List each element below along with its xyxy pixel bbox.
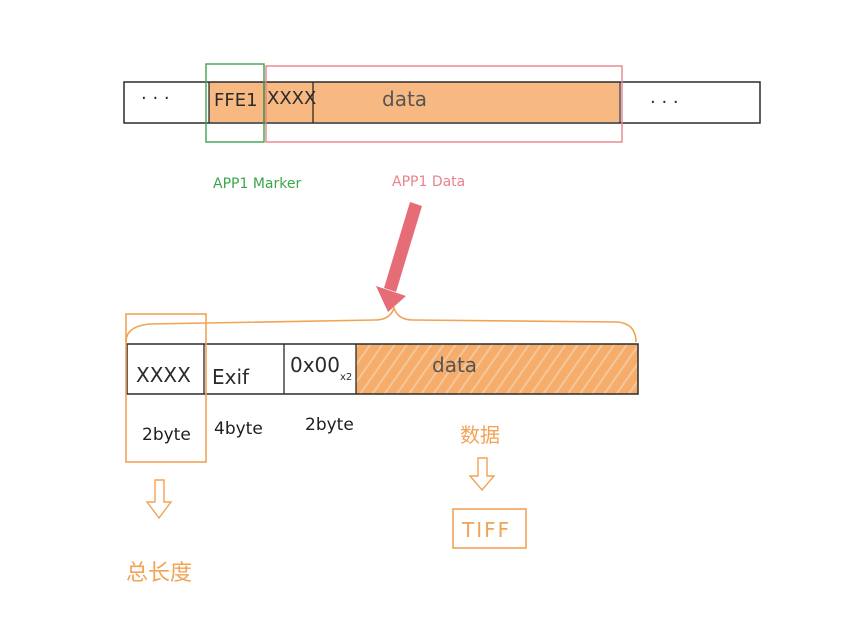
top-data-fill xyxy=(209,82,619,122)
bottom-padding-text: 0x00 xyxy=(290,353,340,377)
top-right-dots: · · · xyxy=(650,92,679,113)
app1-marker-box xyxy=(205,63,265,143)
app1-data-box xyxy=(265,65,623,143)
top-segment-bar: · · · FFE1 XXXX data · · · xyxy=(123,81,761,124)
hollow-arrow-right xyxy=(468,457,496,492)
top-left-dots: · · · xyxy=(141,88,170,109)
bottom-padding-mult: x2 xyxy=(340,372,352,383)
bottom-segment-bar: XXXX Exif 0x00 x2 data xyxy=(126,343,639,395)
bottom-data-fill xyxy=(356,344,638,394)
top-bar-outline xyxy=(123,81,761,124)
curly-brace xyxy=(125,305,637,343)
top-marker-text: FFE1 xyxy=(214,90,258,111)
top-data-text: data xyxy=(382,87,427,111)
length-bytes-label: 2byte xyxy=(142,425,191,445)
total-length-label: 总长度 xyxy=(126,561,192,586)
tiff-label: TIFF xyxy=(461,518,511,542)
top-length-text: XXXX xyxy=(267,88,316,109)
hollow-arrow-left xyxy=(145,479,173,520)
tiff-box xyxy=(452,508,527,549)
length-field-box xyxy=(125,313,207,463)
data-cn-label: 数据 xyxy=(460,423,500,447)
bottom-length-text: XXXX xyxy=(136,363,191,387)
app1-data-label: APP1 Data xyxy=(392,174,465,190)
expand-arrow xyxy=(376,202,422,312)
bottom-exif-text: Exif xyxy=(212,365,250,389)
exif-bytes-label: 4byte xyxy=(214,419,263,439)
bottom-bar-outline xyxy=(126,343,639,395)
bottom-data-text: data xyxy=(432,353,477,377)
padding-bytes-label: 2byte xyxy=(305,415,354,435)
app1-marker-label: APP1 Marker xyxy=(213,176,301,192)
